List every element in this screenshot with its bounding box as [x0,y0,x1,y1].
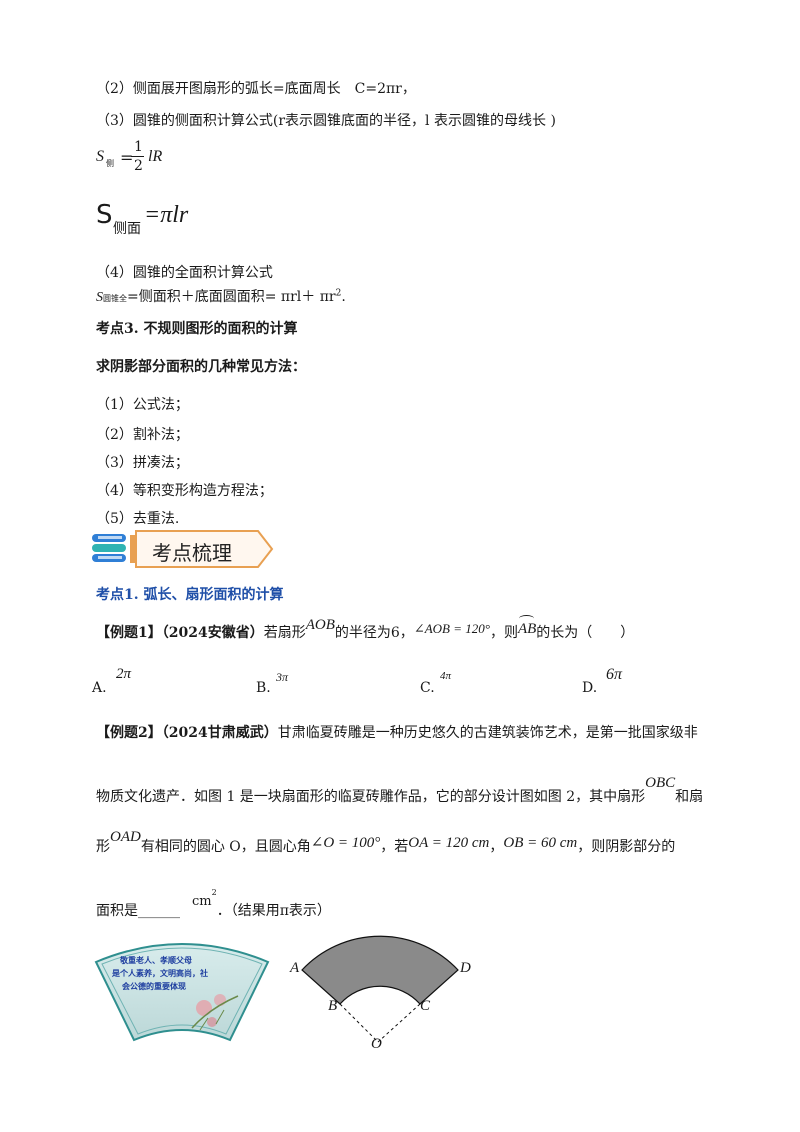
option-d-value: 6π [606,666,623,683]
label-point-c: C [420,998,431,1014]
flower-ornament-icon [191,994,239,1031]
fan-text-line1: 敬重老人、孝顺父母 [120,955,192,965]
book-stack-icon [92,534,126,562]
fan-text-line2: 是个人素养，文明高尚，社 [112,968,208,978]
example2-line2: 物质文化遗产．如图 1 是一块扇面形的临夏砖雕作品，它的部分设计图如图 2，其中… [96,775,704,805]
option-a[interactable]: A. [92,680,107,696]
text-lateral-formula-intro: （3）圆锥的侧面积计算公式(r表示圆锥底面的半径，l 表示圆锥的母线长 ) [96,113,556,129]
heading-shadow-methods: 求阴影部分面积的几种常见方法： [96,359,306,375]
option-c[interactable]: C. [420,680,435,696]
example2-line4: 面积是______cm2．（结果用π表示） [96,888,331,919]
text-arc-length: （2）侧面展开图扇形的弧长=底面周长 C=2πr， [96,81,416,97]
radius-oc-dashed [377,1003,421,1043]
option-d[interactable]: D. [582,680,598,696]
example2-line1: 【例题2】（2024甘肃威武）甘肃临夏砖雕是一种历史悠久的古建筑装饰艺术，是第一… [96,725,698,741]
label-point-b: B [328,998,338,1014]
option-b[interactable]: B. [256,680,271,696]
fan-text-line3: 会公德的重要体现 [122,981,186,991]
label-point-a: A [290,960,300,976]
example2-line3: 形OAD有相同的圆心 O，且圆心角∠O = 100°，若OA = 120 cm，… [96,829,676,855]
method-item-5: （5）去重法. [96,511,180,527]
heading-kaodian3: 考点3. 不规则图形的面积的计算 [96,321,298,337]
method-item-2: （2）割补法； [96,427,189,443]
option-b-value: 3π [276,670,289,684]
annular-sector-diagram [301,935,459,1043]
label-point-d: D [460,960,471,976]
option-a-value: 2π [116,666,132,682]
radius-ob-dashed [339,1003,379,1043]
text-total-area-formula: S圆锥全=侧面积＋底面圆面积= πrl＋ πr2. [96,288,346,305]
text-total-area-title: （4）圆锥的全面积计算公式 [96,265,273,281]
label-point-o: O [371,1036,382,1052]
method-item-3: （3）拼凑法； [96,455,189,471]
banner-title: 考点梳理 [152,541,232,565]
section-title-kaodian1: 考点1. 弧长、扇形面积的计算 [96,587,284,603]
method-item-4: （4）等积变形构造方程法； [96,483,273,499]
fan-brick-carving-image [94,943,270,1042]
shaded-region [301,935,459,1005]
banner-kaodian-shuli [92,530,274,568]
option-c-value: 4π [440,670,452,682]
method-item-1: （1）公式法； [96,397,189,413]
